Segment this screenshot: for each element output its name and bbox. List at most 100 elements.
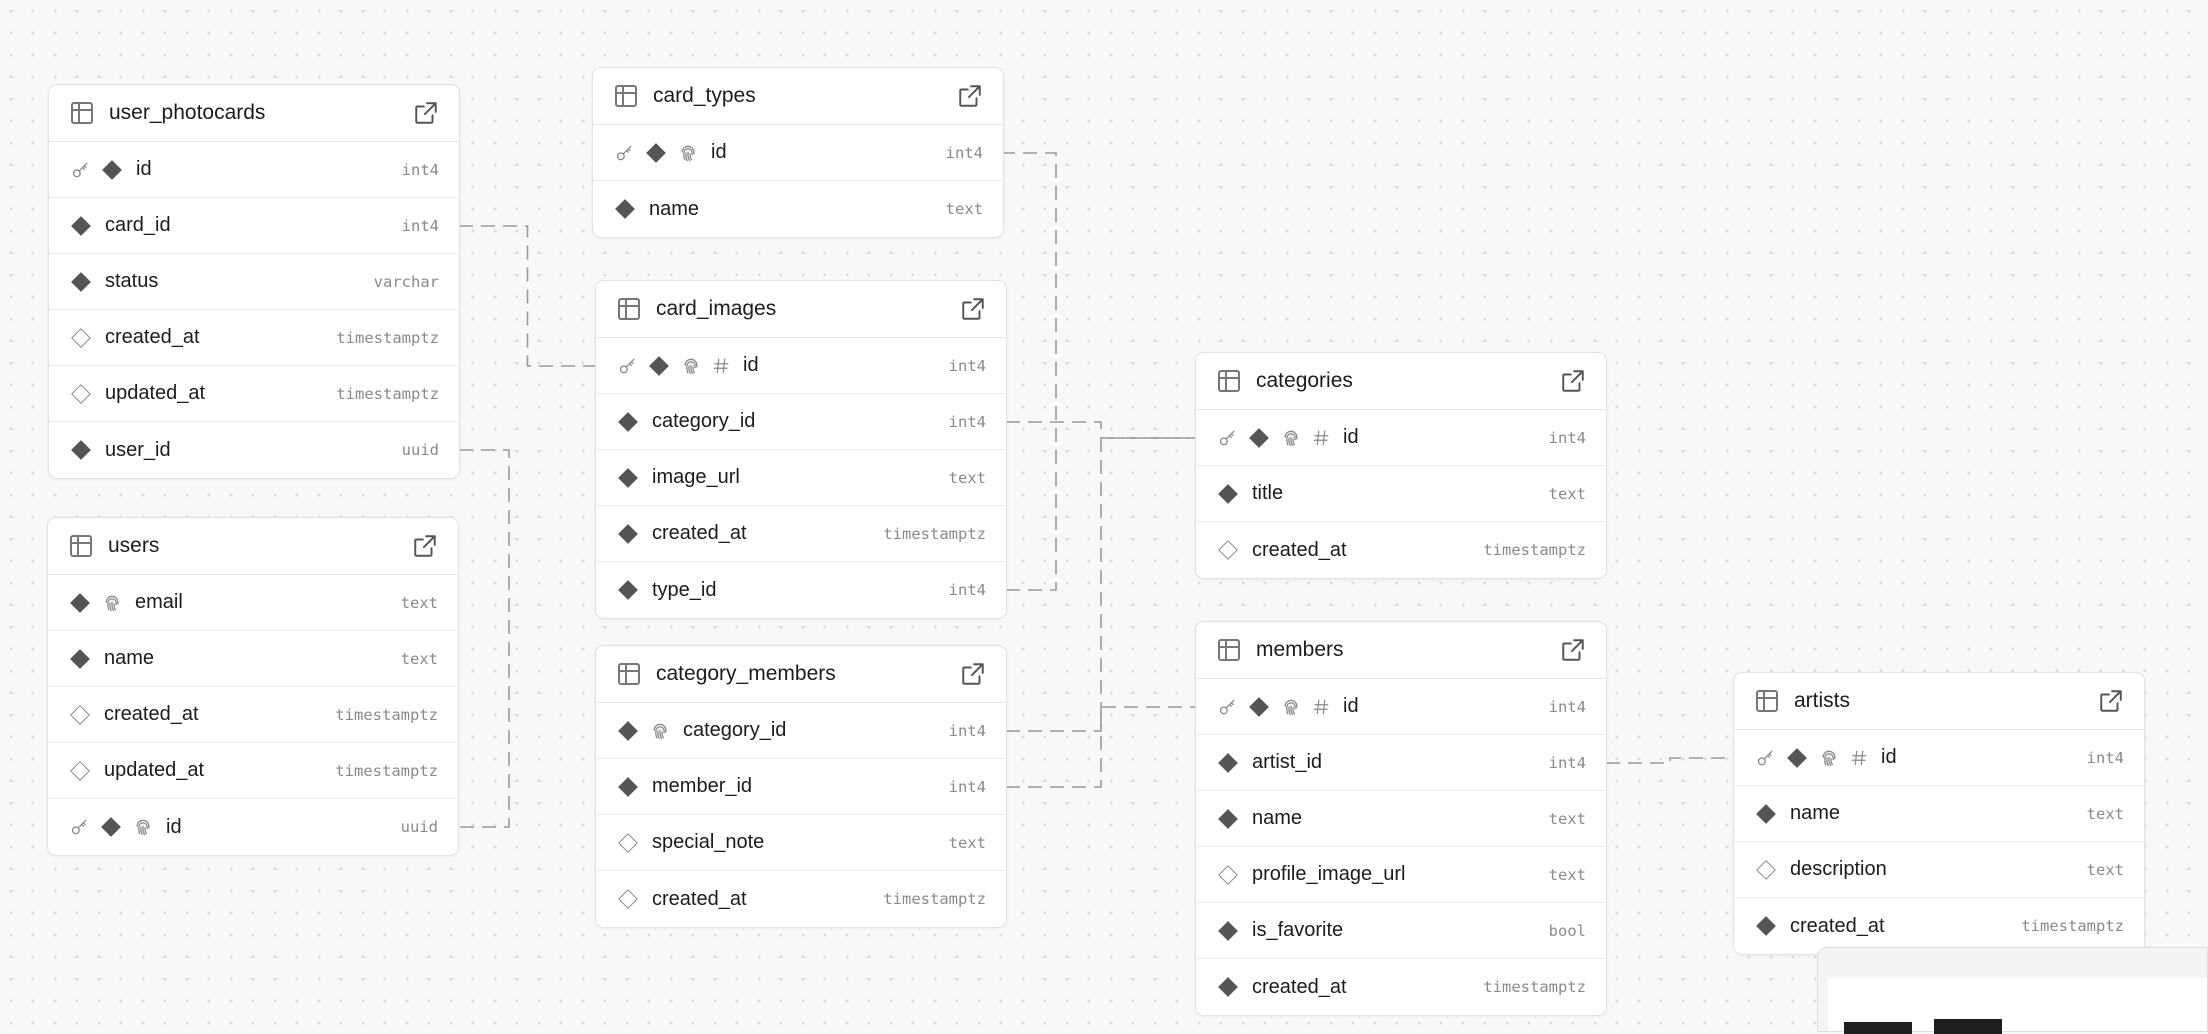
column-type: text [1548, 809, 1586, 828]
column-type: int4 [945, 143, 983, 162]
primary-key-icon [1757, 750, 1773, 765]
external-link-icon[interactable] [1560, 368, 1586, 394]
external-link-icon[interactable] [2098, 688, 2124, 714]
column-name: id [743, 354, 759, 376]
column-row-id[interactable]: id int4 [596, 338, 1006, 394]
column-type: timestamptz [883, 890, 986, 908]
column-name: category_id [683, 719, 787, 741]
external-link-icon[interactable] [960, 661, 986, 687]
column-type: bool [1548, 921, 1586, 940]
column-type: int4 [948, 412, 986, 431]
nullable-diamond-icon [618, 889, 638, 909]
column-name: created_at [1252, 975, 1347, 998]
not-null-diamond-icon [71, 440, 91, 460]
primary-key-icon [619, 358, 635, 373]
external-link-icon[interactable] [413, 100, 439, 126]
identity-hash-icon [1313, 430, 1329, 445]
minimap-node [1934, 1019, 2002, 1034]
column-type: varchar [373, 272, 439, 291]
column-type: int4 [1548, 753, 1586, 772]
column-type: int4 [948, 356, 986, 375]
nullable-diamond-icon [618, 832, 638, 853]
minimap-node [1844, 1022, 1912, 1034]
external-link-icon[interactable] [957, 83, 983, 109]
column-name: created_at [652, 522, 747, 544]
primary-key-icon [1219, 699, 1235, 714]
column-name: id [1343, 695, 1359, 717]
table-name: users [108, 534, 160, 557]
external-link-icon[interactable] [412, 533, 438, 559]
table-header: artists [1734, 673, 2144, 730]
column-type: uuid [400, 818, 438, 836]
external-link-icon[interactable] [1560, 637, 1586, 663]
column-row-category-id[interactable]: category_id int4 [596, 394, 1006, 450]
column-name: member_id [652, 775, 753, 797]
table-icon [615, 85, 637, 107]
column-name: description [1790, 858, 1887, 880]
not-null-diamond-icon [1756, 803, 1776, 824]
minimap-viewport[interactable] [1828, 978, 2207, 1034]
not-null-diamond-icon [646, 142, 666, 163]
column-name: user_id [105, 438, 171, 461]
not-null-diamond-icon [618, 523, 638, 544]
column-name: title [1252, 482, 1284, 504]
table-header: card_types [593, 68, 1003, 125]
nullable-diamond-icon [71, 383, 91, 404]
column-name: category_id [652, 410, 756, 432]
column-name: id [1343, 426, 1359, 448]
table-icon [618, 663, 640, 685]
column-name: image_url [652, 466, 740, 488]
unique-fingerprint-icon [1284, 699, 1298, 715]
not-null-diamond-icon [1787, 747, 1807, 768]
minimap[interactable] [1817, 947, 2208, 1034]
column-name: profile_image_url [1252, 863, 1406, 885]
external-link-icon[interactable] [960, 296, 986, 322]
column-type: int4 [401, 216, 439, 235]
column-name: updated_at [105, 382, 206, 404]
primary-key-icon [616, 145, 632, 160]
column-type: text [2086, 804, 2124, 823]
